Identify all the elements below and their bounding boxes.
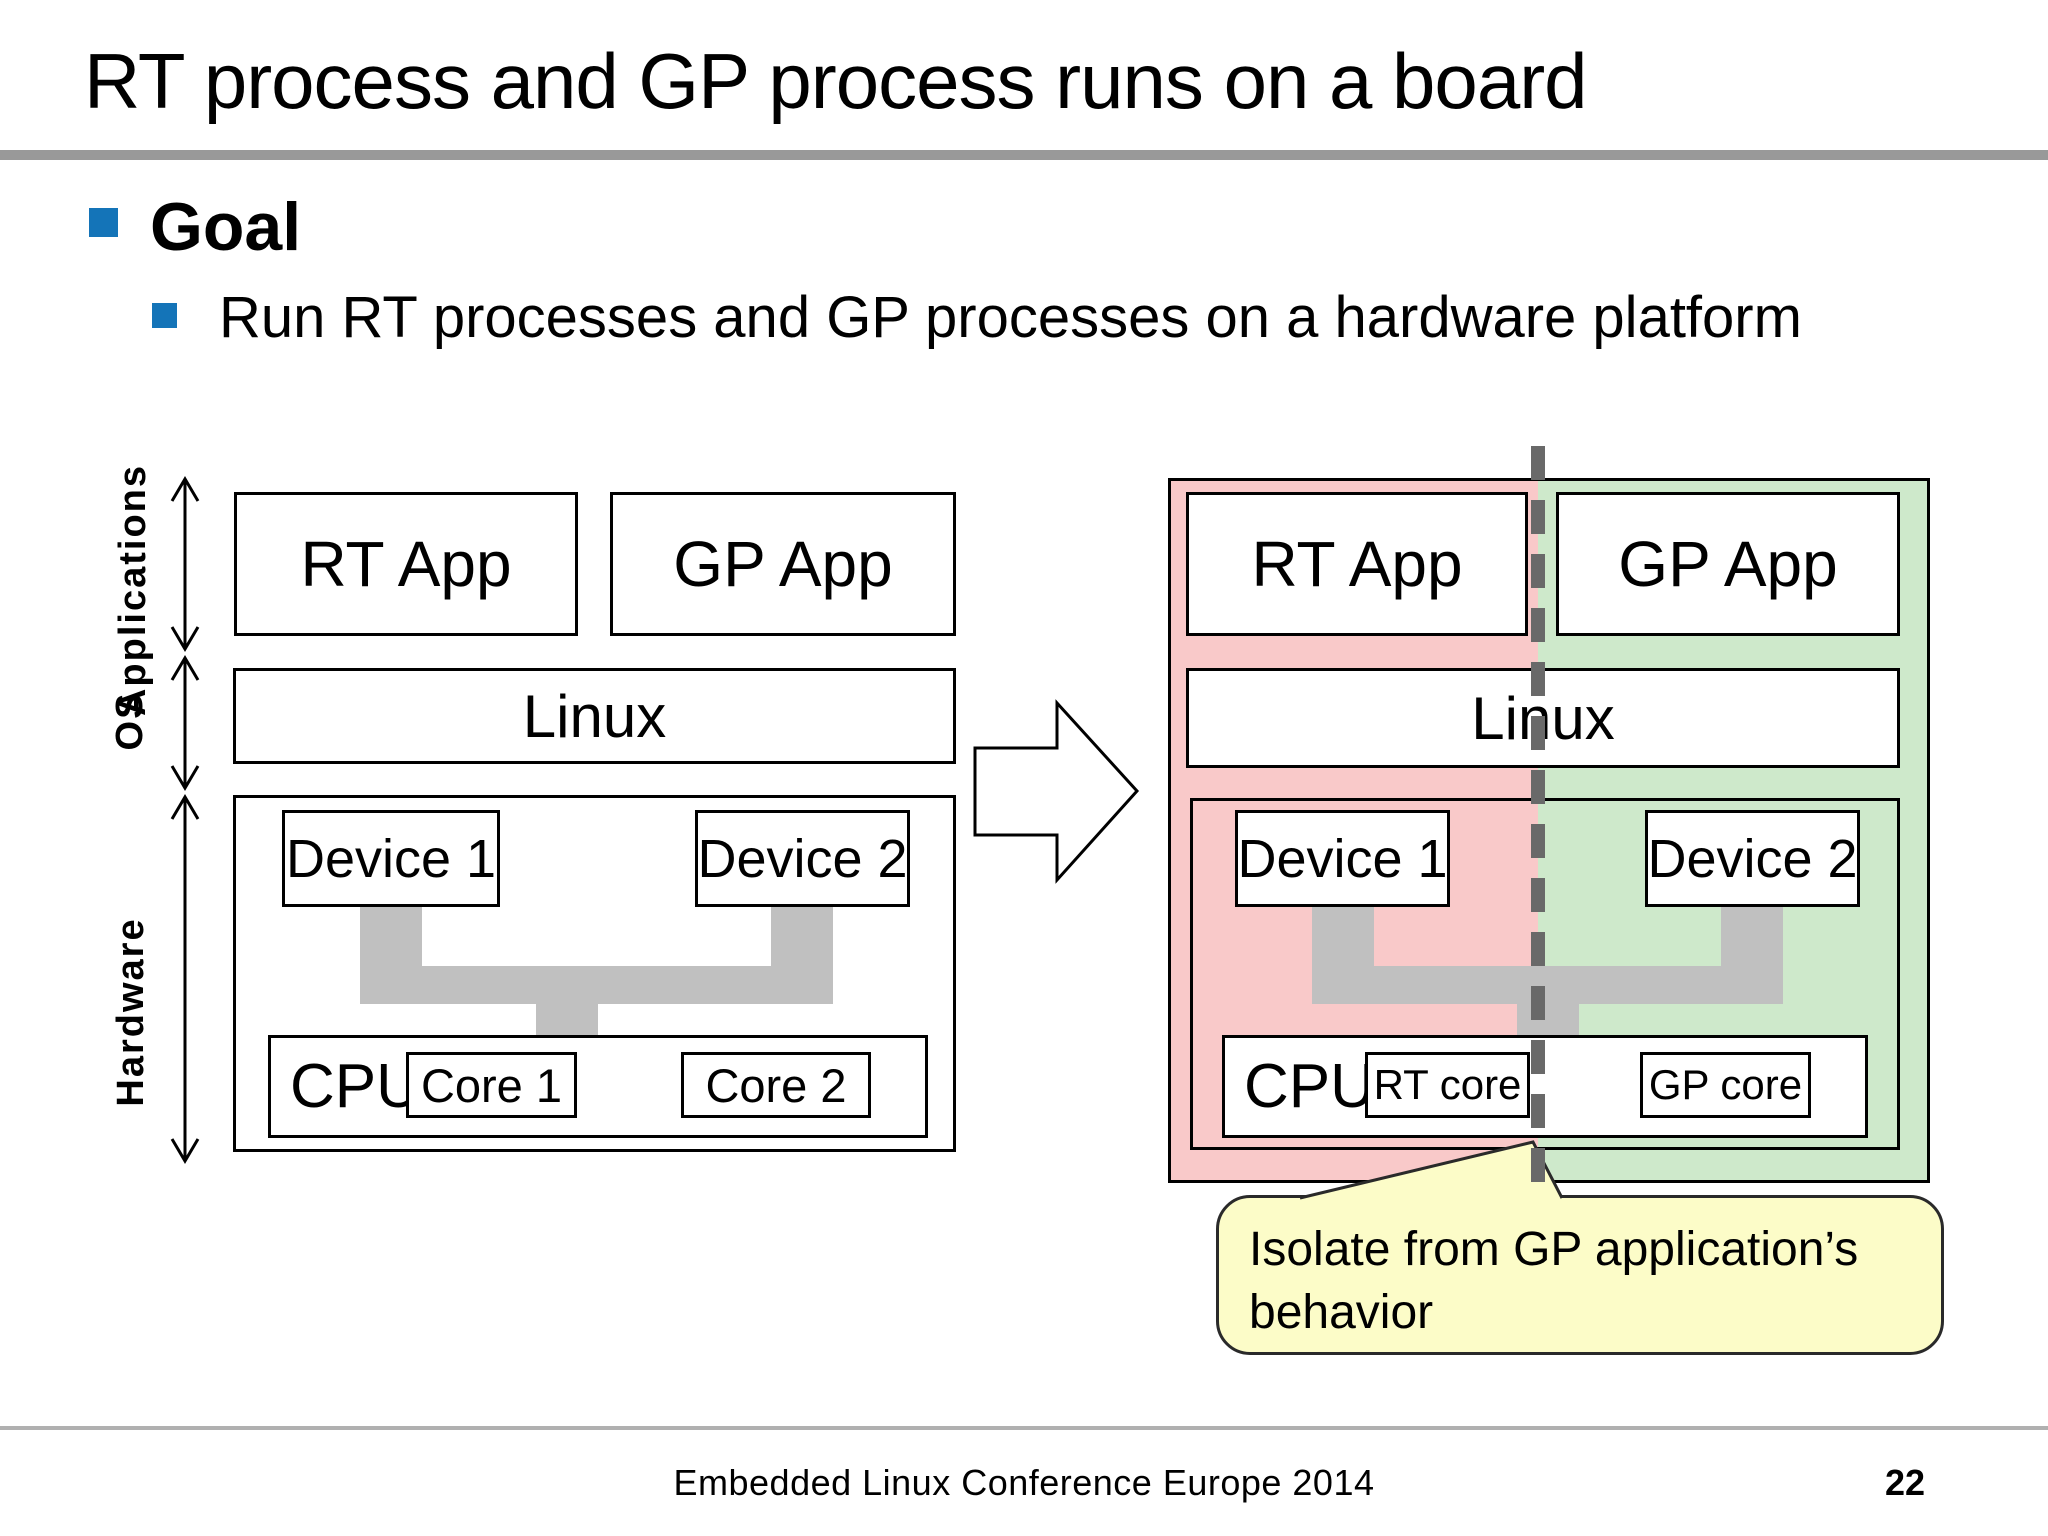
before-bus-device2-stub [771, 905, 833, 969]
after-hardware-box [1190, 798, 1900, 1150]
before-core1-box: Core 1 [406, 1052, 577, 1118]
before-hardware-box [233, 795, 956, 1152]
before-bus-horizontal [360, 966, 833, 1004]
after-gp-app-box: GP App [1556, 492, 1900, 636]
transform-arrow-icon [973, 699, 1140, 884]
before-device2-box: Device 2 [695, 810, 910, 907]
after-cpu-label: CPU [1244, 1052, 1375, 1121]
after-bus-device2-stub [1721, 905, 1783, 969]
before-bus-device1-stub [360, 905, 422, 969]
rt-gp-divider-dashed-line [1531, 446, 1545, 1190]
after-gp-core-box: GP core [1640, 1052, 1811, 1118]
after-rt-core-box: RT core [1365, 1052, 1530, 1118]
goal-heading: Goal [150, 189, 302, 265]
before-device1-box: Device 1 [282, 810, 500, 907]
footer-conference-name: Embedded Linux Conference Europe 2014 [673, 1462, 1375, 1503]
hardware-span-arrow [170, 794, 200, 1164]
before-rt-app-box: RT App [234, 492, 578, 636]
before-gp-app-box: GP App [610, 492, 956, 636]
after-bus-device1-stub [1312, 905, 1374, 969]
isolation-callout-tail [1299, 1140, 1564, 1200]
slide-title: RT process and GP process runs on a boar… [84, 37, 1588, 125]
isolation-callout-line2: behavior [1249, 1286, 1434, 1340]
after-bus-cpu-stub [1517, 1000, 1579, 1038]
goal-point: Run RT processes and GP processes on a h… [219, 285, 1802, 350]
goal-point-bullet-icon [152, 303, 177, 328]
after-rt-app-box: RT App [1186, 492, 1528, 636]
before-bus-cpu-stub [536, 1000, 598, 1038]
before-os-box: Linux [233, 668, 956, 764]
page-number: 22 [1884, 1462, 1925, 1503]
goal-bullet-icon [89, 208, 118, 237]
title-divider-rule [0, 150, 2048, 160]
after-bus-horizontal [1312, 966, 1783, 1004]
footer-divider-rule [0, 1426, 2048, 1430]
before-core2-box: Core 2 [681, 1052, 871, 1118]
before-cpu-label: CPU [290, 1052, 421, 1121]
isolation-callout: Isolate from GP application’s behavior [1216, 1195, 1944, 1355]
isolation-callout-line1: Isolate from GP application’s [1249, 1223, 1859, 1276]
axis-label-hardware: Hardware [109, 917, 152, 1107]
after-device2-box: Device 2 [1645, 810, 1860, 907]
os-span-arrow [170, 655, 200, 791]
applications-span-arrow [170, 476, 200, 652]
after-device1-box: Device 1 [1235, 810, 1450, 907]
